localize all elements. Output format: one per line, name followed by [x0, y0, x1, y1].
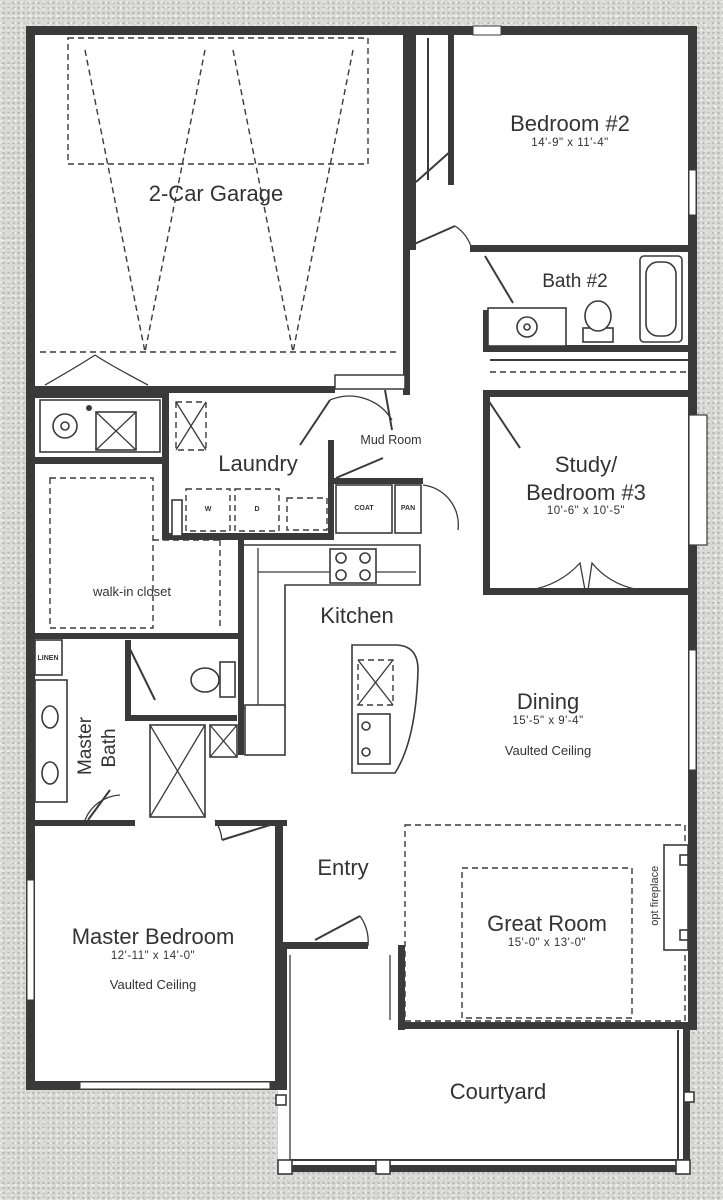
master-bedroom: [214, 819, 287, 1085]
mud-room: [299, 389, 459, 534]
bath2: [483, 255, 688, 352]
dining-label: Dining: [516, 689, 580, 714]
garage: [35, 35, 410, 395]
master-bedroom-note: Vaulted Ceiling: [109, 977, 197, 992]
laundry: [162, 392, 334, 540]
study-dims: 10'-6" x 10'-5": [546, 505, 626, 517]
kitchen-island: [351, 644, 419, 774]
entry-door: [283, 915, 369, 949]
dryer-label: D: [254, 506, 260, 513]
entry-label: Entry: [317, 855, 369, 880]
great-room-label: Great Room: [487, 911, 607, 936]
courtyard: [275, 955, 695, 1175]
master-bath-label-line1: Master: [75, 716, 97, 776]
kitchen-label: Kitchen: [320, 603, 394, 628]
study: [483, 395, 688, 595]
dining-note: Vaulted Ceiling: [504, 743, 592, 758]
garage-door-walls: [35, 354, 163, 453]
master-bedroom-dims: 12'-11" x 14'-0": [110, 950, 196, 962]
bedroom2-dims: 14'-9" x 11'-4": [531, 137, 609, 149]
master-bedroom-label: Master Bedroom: [71, 924, 235, 949]
master-suite: [34, 457, 240, 826]
coat-closet-label: COAT: [354, 505, 374, 512]
mud-room-label: Mud Room: [360, 433, 422, 447]
great-room: [398, 824, 695, 1030]
bedroom2-walls: [410, 35, 688, 252]
washer-label: W: [204, 506, 212, 513]
master-bath-label-line2: Bath: [99, 728, 121, 768]
bath2-label: Bath #2: [542, 271, 608, 292]
bedroom2-label: Bedroom #2: [510, 111, 630, 136]
kitchen-counters: [238, 540, 421, 756]
dining-dims: 15'-5" x 9'-4": [512, 715, 584, 727]
pantry-label: PAN: [400, 505, 416, 512]
walk-in-closet-label: walk-in closet: [92, 584, 172, 599]
laundry-label: Laundry: [218, 451, 298, 476]
study-label-line1: Study/: [554, 452, 618, 477]
study-label-line2: Bedroom #3: [526, 480, 646, 505]
great-room-dims: 15'-0" x 13'-0": [507, 937, 587, 949]
fireplace-label: opt fireplace: [649, 865, 662, 926]
linen-label: LINEN: [37, 655, 59, 662]
courtyard-label: Courtyard: [449, 1079, 547, 1104]
garage-label: 2-Car Garage: [148, 181, 284, 206]
